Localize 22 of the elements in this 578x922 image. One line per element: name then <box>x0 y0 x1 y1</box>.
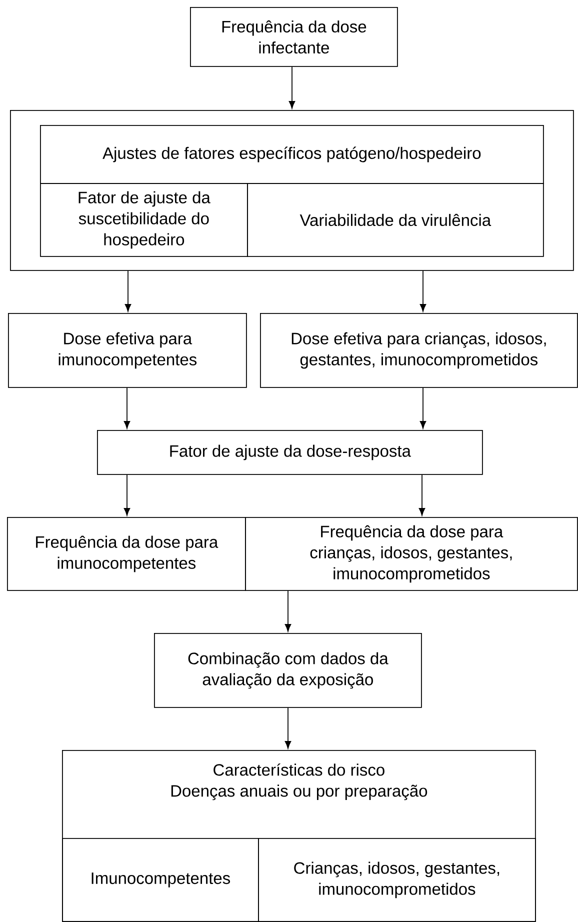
table-cell: Fator de ajuste da suscetibilidade do hospedeiro <box>40 183 248 257</box>
process-box: Fator de ajuste da dose-resposta <box>97 430 483 475</box>
arrow <box>420 387 426 429</box>
arrow <box>124 270 132 312</box>
arrow <box>124 474 130 516</box>
process-box: Frequência da dose infectante <box>190 7 398 67</box>
container-box <box>10 110 574 271</box>
process-box: Combinação com dados da avaliação da exposição <box>154 633 422 708</box>
process-box: Dose efetiva para imunocompetentes <box>8 313 247 388</box>
table-cell: Variabilidade da virulência <box>247 183 544 257</box>
arrow <box>284 590 292 632</box>
arrow <box>288 66 296 109</box>
arrow <box>284 707 292 749</box>
table-cell: Imunocompetentes <box>62 838 259 922</box>
process-box: Dose efetiva para crianças, idosos, gestantes, imunocomprometidos <box>260 313 578 388</box>
arrow <box>124 387 130 429</box>
header-cell: Ajustes de fatores específicos patógeno/hospedeiro <box>40 125 544 184</box>
process-box: Frequência da dose para imunocompetentes <box>7 517 246 591</box>
arrow <box>420 270 426 312</box>
arrow <box>418 474 426 516</box>
table-cell: Crianças, idosos, gestantes, imunocomprometidos <box>258 838 536 922</box>
process-box: Frequência da dose para crianças, idosos, gestantes, imunocomprometidos <box>245 517 578 591</box>
